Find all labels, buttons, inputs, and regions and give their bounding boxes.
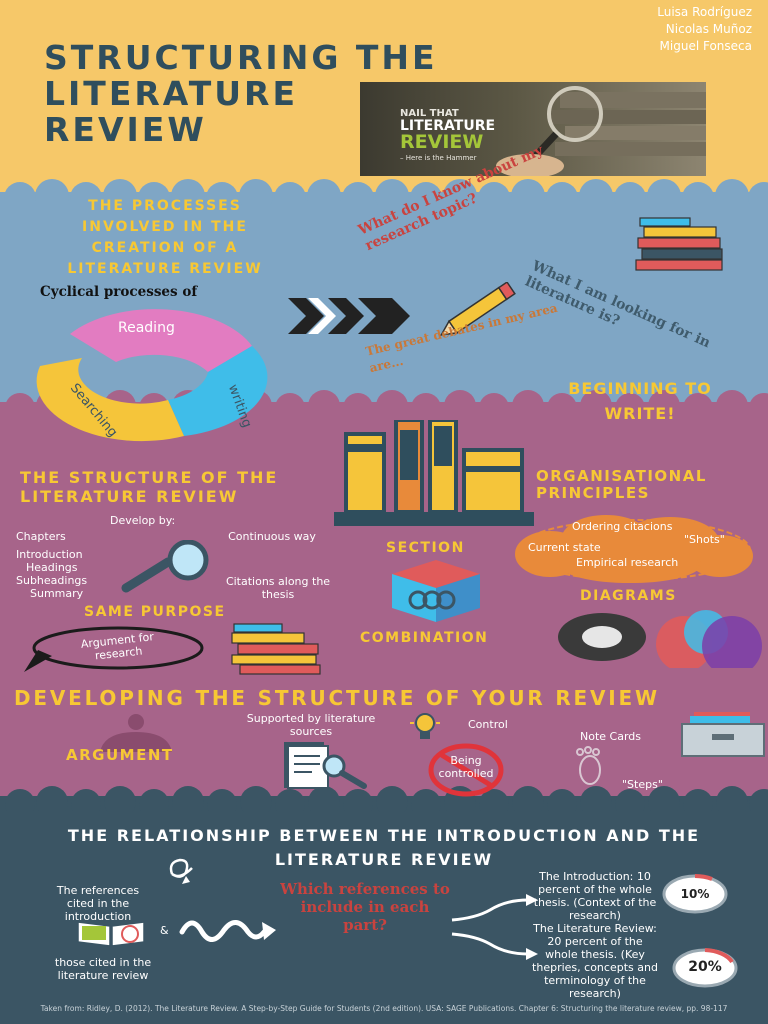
percent-20: 20% [688, 959, 722, 975]
percent-10: 10% [680, 887, 710, 901]
ampersand: & [160, 924, 169, 937]
books-stack-icon [635, 217, 723, 271]
combination-label: COMBINATION [360, 630, 489, 646]
page-title: STRUCTURING THE LITERATURE REVIEW [44, 40, 484, 148]
argument-label: ARGUMENT [66, 746, 174, 764]
relationship-section [0, 796, 768, 1024]
hero-line-4: – Here is the Hammer [400, 154, 477, 162]
hero-line-3: REVIEW [400, 131, 484, 153]
title-line-2: LITERATURE [44, 74, 299, 113]
open-book-icon [77, 921, 145, 947]
squiggle-arrow-icon [179, 920, 276, 942]
steps-label: "Steps" [622, 778, 663, 791]
org-empirical: Empirical research [576, 556, 679, 569]
continuous-way: Continuous way [228, 530, 316, 543]
same-purpose: SAME PURPOSE [84, 604, 226, 620]
hero-line-2: LITERATURE [400, 118, 496, 134]
organisational-cloud [515, 515, 753, 583]
review-description: The Literature Review: 20 percent of the… [532, 922, 658, 1000]
document-search-icon [284, 742, 367, 789]
org-current-state: Current state [528, 541, 601, 554]
organisational-heading: ORGANISATIONAL PRINCIPLES [536, 467, 707, 502]
magnifier-icon [121, 540, 209, 593]
develop-by: Develop by: [110, 514, 176, 527]
chapters: Chapters [16, 530, 66, 543]
being-controlled: Being controlled [438, 754, 494, 780]
processes-heading: The processes involved in the creation o… [67, 198, 263, 277]
percent-10-ring [662, 874, 728, 914]
prohibited-icon [428, 743, 504, 797]
footer-citation: Taken from: Ridley, D. (2012). The Liter… [40, 1004, 728, 1013]
argument-bubble [24, 626, 204, 672]
citations-along: Citations along the thesis [225, 575, 331, 601]
list-introduction: Introduction [16, 548, 83, 561]
books-magnifier-icon [496, 86, 706, 176]
footprint-icon [576, 746, 601, 785]
bookshelf-icon [334, 420, 534, 526]
chevrons-icon [288, 298, 410, 334]
list-headings: Headings [26, 561, 78, 574]
org-shots: "Shots" [684, 533, 725, 546]
cloud-border-bottom [0, 786, 768, 812]
authors: Luisa Rodríguez Nicolas Muñoz Miguel Fon… [657, 4, 752, 55]
percent-20-ring [672, 948, 738, 988]
title-line-1: STRUCTURING THE [44, 38, 438, 77]
intro-description: The Introduction: 10 percent of the whol… [533, 870, 657, 922]
pencil-icon [439, 282, 516, 336]
list-subheadings: Subheadings [16, 574, 88, 587]
cycle-reading: Reading [118, 320, 175, 336]
diagrams-icon [558, 610, 762, 668]
author-2: Nicolas Muñoz [665, 22, 752, 36]
section-label: SECTION [386, 540, 465, 556]
supported-by: Supported by literature sources [246, 712, 376, 738]
refs-review: those cited in the literature review [54, 956, 152, 982]
beginning-to-write: Beginning to write! [568, 379, 712, 423]
relationship-heading: THE RELATIONSHIP BETWEEN THE INTRODUCTIO… [67, 826, 701, 869]
refs-intro: The references cited in the introduction [56, 884, 140, 923]
title-line-3: REVIEW [44, 110, 207, 149]
cycle-diagram: Reading writing Searching [36, 309, 268, 442]
person-icon [100, 714, 172, 752]
author-3: Miguel Fonseca [659, 39, 752, 53]
split-arrows-icon [451, 894, 538, 960]
diagrams-label: DIAGRAMS [580, 588, 677, 604]
lightbulb-icon [410, 713, 440, 739]
card-file-icon [681, 712, 765, 757]
list-summary: Summary [30, 587, 84, 600]
combination-cube-icon [392, 560, 480, 622]
note-cards-label: Note Cards [580, 730, 641, 743]
books-stack-icon-2 [231, 623, 321, 675]
cloud-border-top [0, 179, 768, 206]
control-label: Control [468, 718, 508, 731]
structure-heading: THE STRUCTURE OF THE LITERATURE REVIEW [20, 468, 279, 506]
curl-arrow-icon [169, 858, 193, 884]
author-1: Luisa Rodríguez [657, 5, 752, 19]
structure-list: Introduction Headings Subheadings Summar… [16, 548, 87, 600]
which-references: Which references to include in each part… [280, 880, 450, 934]
hero-line-1: NAIL THAT [400, 108, 459, 119]
cyclical-label: Cyclical processes of [40, 284, 198, 300]
org-ordering: Ordering citacions [572, 520, 673, 533]
processes-section [0, 192, 768, 402]
hero-image: NAIL THAT LITERATURE REVIEW – Here is th… [360, 82, 706, 176]
developing-heading: DEVELOPING THE STRUCTURE OF YOUR REVIEW [14, 686, 660, 710]
